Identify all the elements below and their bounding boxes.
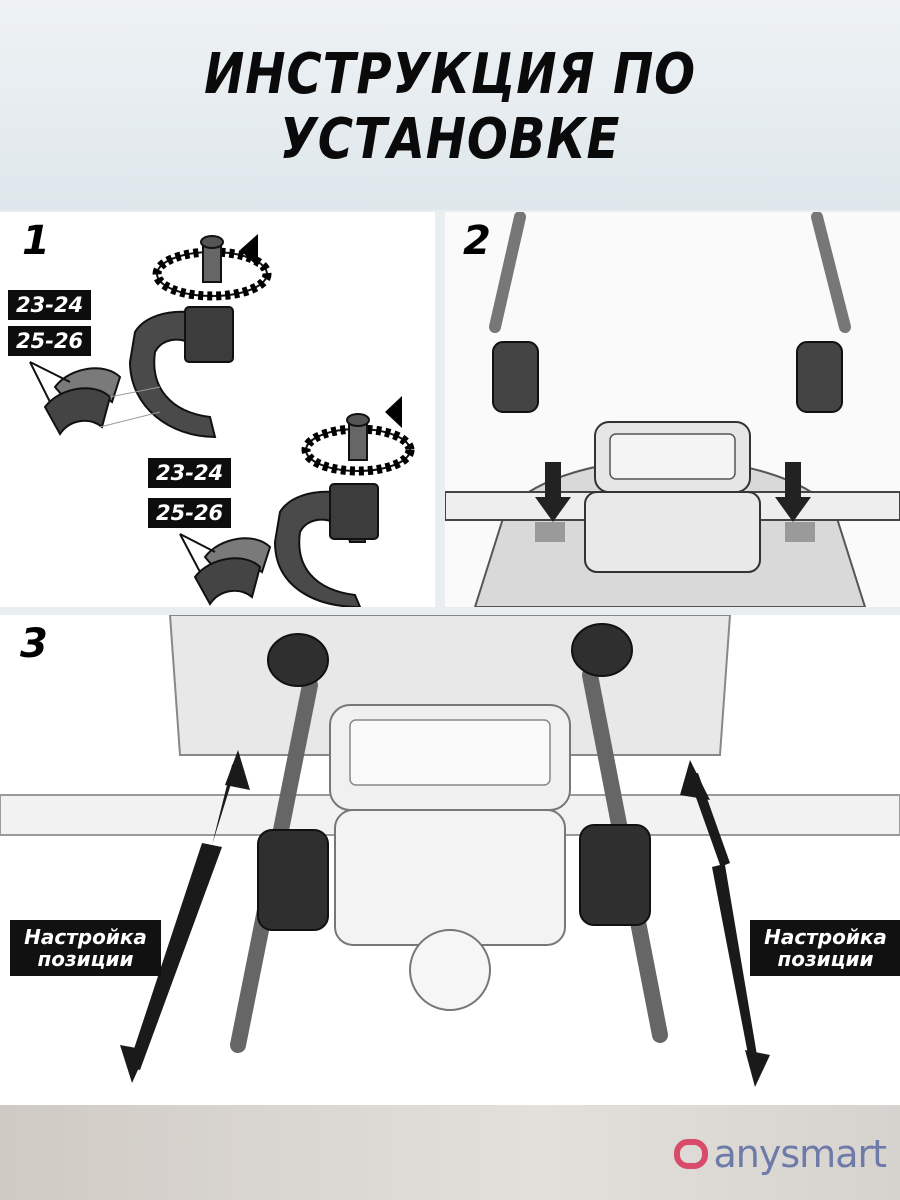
- mirror-rods: [489, 212, 851, 333]
- mount-right: [796, 341, 843, 413]
- step-number: 1: [22, 218, 50, 264]
- size-tag: 23-24: [148, 458, 232, 488]
- knob-top: [152, 235, 272, 301]
- rotate-arrow-bottom-icon: [385, 396, 402, 428]
- brand-mark-icon: [673, 1139, 708, 1169]
- clamp-bottom: [273, 483, 379, 607]
- shim-pair-bottom: [193, 537, 272, 606]
- page-title: ИНСТРУКЦИЯ ПО УСТАНОВКЕ: [204, 42, 696, 172]
- size-tag: 23-24: [8, 290, 92, 320]
- size-tag: 25-26: [8, 326, 92, 356]
- arrow-down-left-icon: [535, 462, 571, 522]
- mirror-head-left: [267, 633, 329, 687]
- footer-strip: [0, 1105, 900, 1200]
- shim-pair-top: [43, 367, 122, 436]
- step-1-panel: 1 23-24 25-26 23-24 25-26: [0, 212, 435, 607]
- step-number: 3: [20, 621, 48, 667]
- mirror-head-right: [571, 623, 633, 677]
- arrow-down-right-icon: [775, 462, 811, 522]
- step-2-panel: 2: [445, 212, 900, 607]
- step-number: 2: [463, 218, 491, 264]
- mount-right: [579, 824, 651, 926]
- step-2-illustration: [445, 212, 900, 607]
- size-tag: 25-26: [148, 498, 232, 528]
- step-3-panel: 3 Настройка позиции Настройка позиции: [0, 615, 900, 1105]
- brand-logo: anysmart: [673, 1132, 887, 1176]
- mount-left: [492, 341, 539, 413]
- step-1-illustration: [29, 234, 415, 607]
- step-3-illustration: [0, 615, 900, 1087]
- rotate-arrow-top-icon: [240, 234, 258, 267]
- position-label-right: Настройка позиции: [750, 920, 900, 976]
- knob-bottom: [301, 413, 415, 476]
- header-background: [0, 0, 900, 210]
- position-arrows: [120, 750, 770, 1087]
- top-clamp: [334, 809, 566, 946]
- position-label-left: Настройка позиции: [10, 920, 161, 976]
- mount-left: [257, 829, 329, 931]
- top-clamp: [584, 491, 761, 573]
- clamp-top: [128, 306, 234, 439]
- brand-name: anysmart: [713, 1132, 887, 1176]
- steering-nut: [409, 929, 491, 1011]
